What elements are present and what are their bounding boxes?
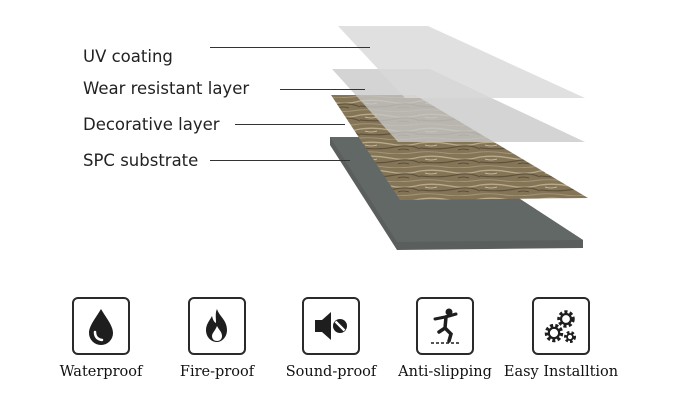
mute-speaker-icon <box>315 312 347 340</box>
layer-label-uv-coating: UV coating <box>83 47 173 66</box>
flame-icon <box>206 309 227 342</box>
layer-label-decorative: Decorative layer <box>83 115 220 134</box>
sound-proof-icon-box <box>302 297 360 355</box>
wear-layer-leader <box>280 89 365 90</box>
slipping-person-icon <box>431 308 459 344</box>
fire-proof-icon-box <box>188 297 246 355</box>
feature-label: Fire-proof <box>179 364 255 380</box>
feature-waterproof: Waterproof <box>41 297 161 380</box>
feature-label: Easy Installtion <box>503 364 619 380</box>
uv-coating-layer <box>338 26 585 98</box>
waterproof-icon-box <box>72 297 130 355</box>
substrate-leader <box>210 160 350 161</box>
gears-icon <box>544 310 576 343</box>
layer-label-wear-resistant: Wear resistant layer <box>83 79 250 98</box>
uv-coating-leader <box>210 47 370 48</box>
feature-sound-proof: Sound-proof <box>271 297 391 380</box>
water-drop-icon <box>89 309 113 345</box>
layer-label-spc-substrate: SPC substrate <box>83 151 199 170</box>
easy-installation-icon-box <box>532 297 590 355</box>
layer-stack-illustration <box>330 26 588 250</box>
decorative-layer-leader <box>235 124 345 125</box>
feature-anti-slipping: Anti-slipping <box>385 297 505 380</box>
feature-easy-installation: Easy Installtion <box>501 297 621 380</box>
feature-label: Anti-slipping <box>398 364 492 380</box>
anti-slipping-icon-box <box>416 297 474 355</box>
feature-fire-proof: Fire-proof <box>157 297 277 380</box>
feature-label: Waterproof <box>59 364 143 380</box>
feature-label: Sound-proof <box>285 364 377 380</box>
